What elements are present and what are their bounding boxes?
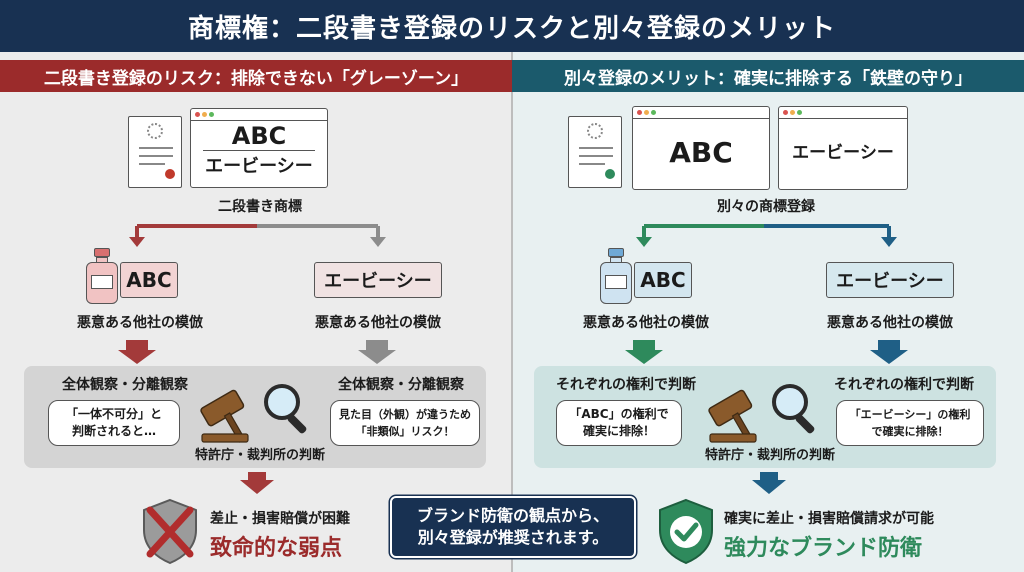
- right-section-title: 別々登録のメリット：確実に排除する「鉄壁の守り」: [512, 60, 1024, 92]
- two-tier-mark-window: ABC エービーシー: [190, 108, 328, 188]
- two-tier-mark-caption: 二段書き商標: [218, 199, 302, 215]
- separate-mark-caption: 別々の商標登録: [717, 199, 815, 215]
- bottle-icon-right: [598, 248, 634, 304]
- observe-label-c: それぞれの権利で判断: [556, 377, 696, 393]
- observe-label-a: 全体観察・分離観察: [62, 377, 188, 393]
- left-result-small: 差止・損害賠償が困難: [210, 511, 350, 527]
- gavel-icon-right: [708, 389, 757, 443]
- speech-bubble-b: 見た目（外観）が違うため「非類似」リスク！: [330, 400, 480, 446]
- imitation-abc-label-right: ABC: [634, 262, 692, 298]
- mark-top-text: ABC: [203, 121, 315, 151]
- certificate-document-icon: [128, 116, 182, 188]
- judge-caption-right: 特許庁・裁判所の判断: [704, 448, 835, 463]
- mark-kana-text: エービーシー: [792, 143, 894, 163]
- bottle-icon: [84, 248, 120, 304]
- right-result-big: 強力なブランド防衛: [724, 536, 923, 561]
- left-result-big: 致命的な弱点: [210, 536, 343, 561]
- right-result-small: 確実に差止・損害賠償請求が可能: [724, 511, 934, 527]
- right-branch-arrows: [625, 224, 908, 494]
- mark-window-abc: ABC: [632, 106, 770, 190]
- recommendation-callout: ブランド防衛の観点から、 別々登録が推奨されます。: [390, 496, 636, 558]
- observe-label-b: 全体観察・分離観察: [338, 377, 464, 393]
- imitation-kana-label: エービーシー: [314, 262, 442, 298]
- certificate-document-icon-right: [568, 116, 622, 188]
- mark-bottom-text: エービーシー: [205, 156, 313, 177]
- shield-check-icon: [659, 498, 713, 565]
- imitation-caption-d: 悪意ある他社の模倣: [827, 315, 953, 331]
- imitation-caption-a: 悪意ある他社の模倣: [77, 315, 203, 331]
- mark-abc-text: ABC: [669, 136, 733, 169]
- imitation-caption-b: 悪意ある他社の模倣: [315, 315, 441, 331]
- page-title: 商標権：二段書き登録のリスクと別々登録のメリット: [0, 0, 1024, 52]
- imitation-abc-label: ABC: [120, 262, 178, 298]
- magnifier-icon-right: [772, 384, 815, 434]
- imitation-caption-c: 悪意ある他社の模倣: [583, 315, 709, 331]
- speech-bubble-d: 「エービーシー」の権利で確実に排除！: [836, 400, 984, 446]
- gavel-icon: [200, 389, 249, 443]
- left-section-title: 二段書き登録のリスク：排除できない「グレーゾーン」: [0, 60, 512, 92]
- speech-bubble-c: 「ABC」の権利で確実に排除！: [556, 400, 682, 446]
- imitation-kana-label-right: エービーシー: [826, 262, 954, 298]
- left-branch-arrows: [118, 224, 396, 494]
- judge-caption-left: 特許庁・裁判所の判断: [194, 448, 325, 463]
- speech-bubble-a: 「一体不可分」と判断されると…: [48, 400, 180, 446]
- panel-divider: [511, 52, 513, 572]
- observe-label-d: それぞれの権利で判断: [834, 377, 974, 393]
- magnifier-icon: [264, 384, 307, 434]
- shield-x-icon: [143, 498, 197, 565]
- mark-window-kana: エービーシー: [778, 106, 908, 190]
